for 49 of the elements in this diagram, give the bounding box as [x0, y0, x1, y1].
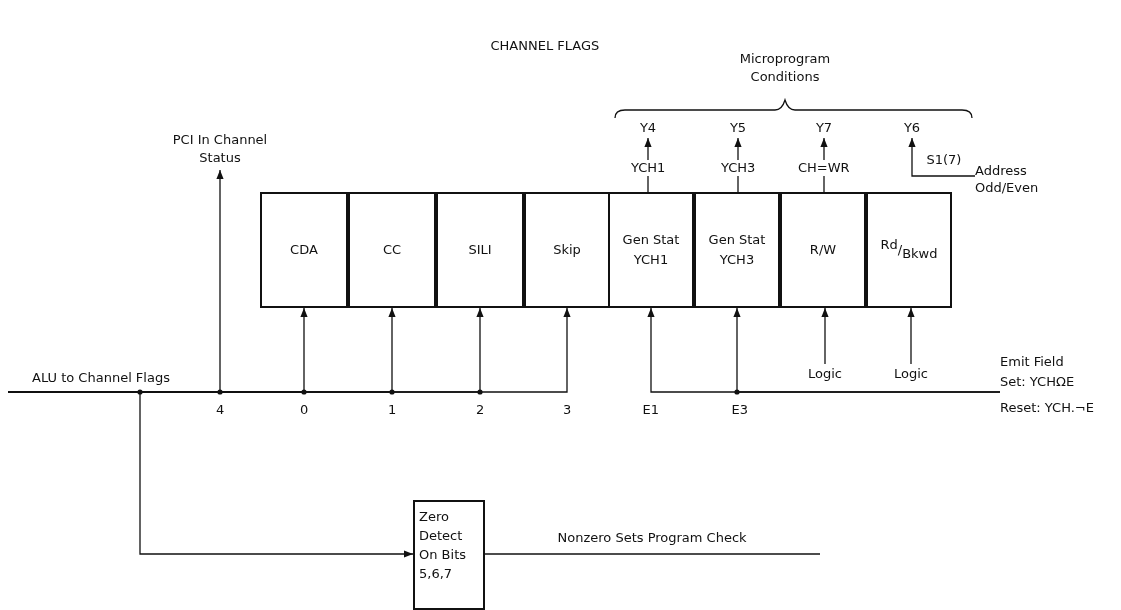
box-label: Gen Stat YCH3: [707, 230, 767, 269]
signal-line: [484, 553, 821, 555]
signal-arrow: [821, 307, 829, 365]
signal-label: PCI In Channel Status: [171, 130, 269, 167]
bit-number: E3: [731, 402, 748, 417]
edge-label: Nonzero Sets Program Check: [557, 530, 747, 546]
signal-label: ALU to Channel Flags: [32, 368, 170, 387]
bit-number: 4: [216, 402, 225, 417]
bit-number: 3: [563, 402, 572, 417]
edge-label: CH=WR: [798, 160, 850, 176]
signal-label: Logic: [808, 364, 842, 383]
bit-number: 1: [388, 402, 397, 417]
box-label: Gen Stat YCH1: [621, 230, 681, 269]
flag-register-box: [608, 192, 694, 308]
flag-register-box: [436, 192, 524, 308]
signal-arrow: [7, 391, 414, 558]
signal-arrow: [733, 307, 1001, 393]
emit-field-label: Emit Field: [1000, 353, 1064, 371]
signal-label: Y4: [639, 118, 657, 137]
signal-arrow: [907, 307, 915, 365]
signal-label: Logic: [894, 364, 928, 383]
signal-label: Y7: [815, 118, 833, 137]
emit-field-label: Set: YCHΩE: [1000, 373, 1075, 391]
group-heading: Microprogram Conditions: [738, 50, 832, 86]
flag-register-box: [348, 192, 436, 308]
box-label: Skip: [553, 240, 581, 259]
bit-number: E1: [642, 402, 659, 417]
diagram-title: CHANNEL FLAGS: [490, 38, 600, 53]
signal-label: Y5: [729, 118, 747, 137]
signal-label: Address Odd/Even: [975, 163, 1040, 197]
box-label: SILI: [468, 240, 492, 259]
flag-register-box: [866, 192, 952, 308]
flag-register-box: [524, 192, 610, 308]
edge-label: YCH1: [631, 160, 666, 176]
bit-number: 2: [476, 402, 485, 417]
box-label: Zero Detect On Bits 5,6,7: [419, 508, 467, 583]
box-label: CDA: [290, 240, 318, 259]
flag-register-box: [260, 192, 348, 308]
signal-label: Y6: [903, 118, 921, 137]
edge-label: YCH3: [721, 160, 756, 176]
flag-register-box: [694, 192, 780, 308]
box-label: CC: [382, 240, 402, 259]
flag-register-box: [780, 192, 866, 308]
signal-arrow: [908, 137, 976, 177]
emit-field-label: Reset: YCH.¬E: [1000, 399, 1094, 417]
edge-label: S1(7): [926, 152, 962, 168]
bit-number: 0: [300, 402, 309, 417]
detector-box: [413, 500, 485, 610]
box-label: R/W: [809, 240, 837, 259]
